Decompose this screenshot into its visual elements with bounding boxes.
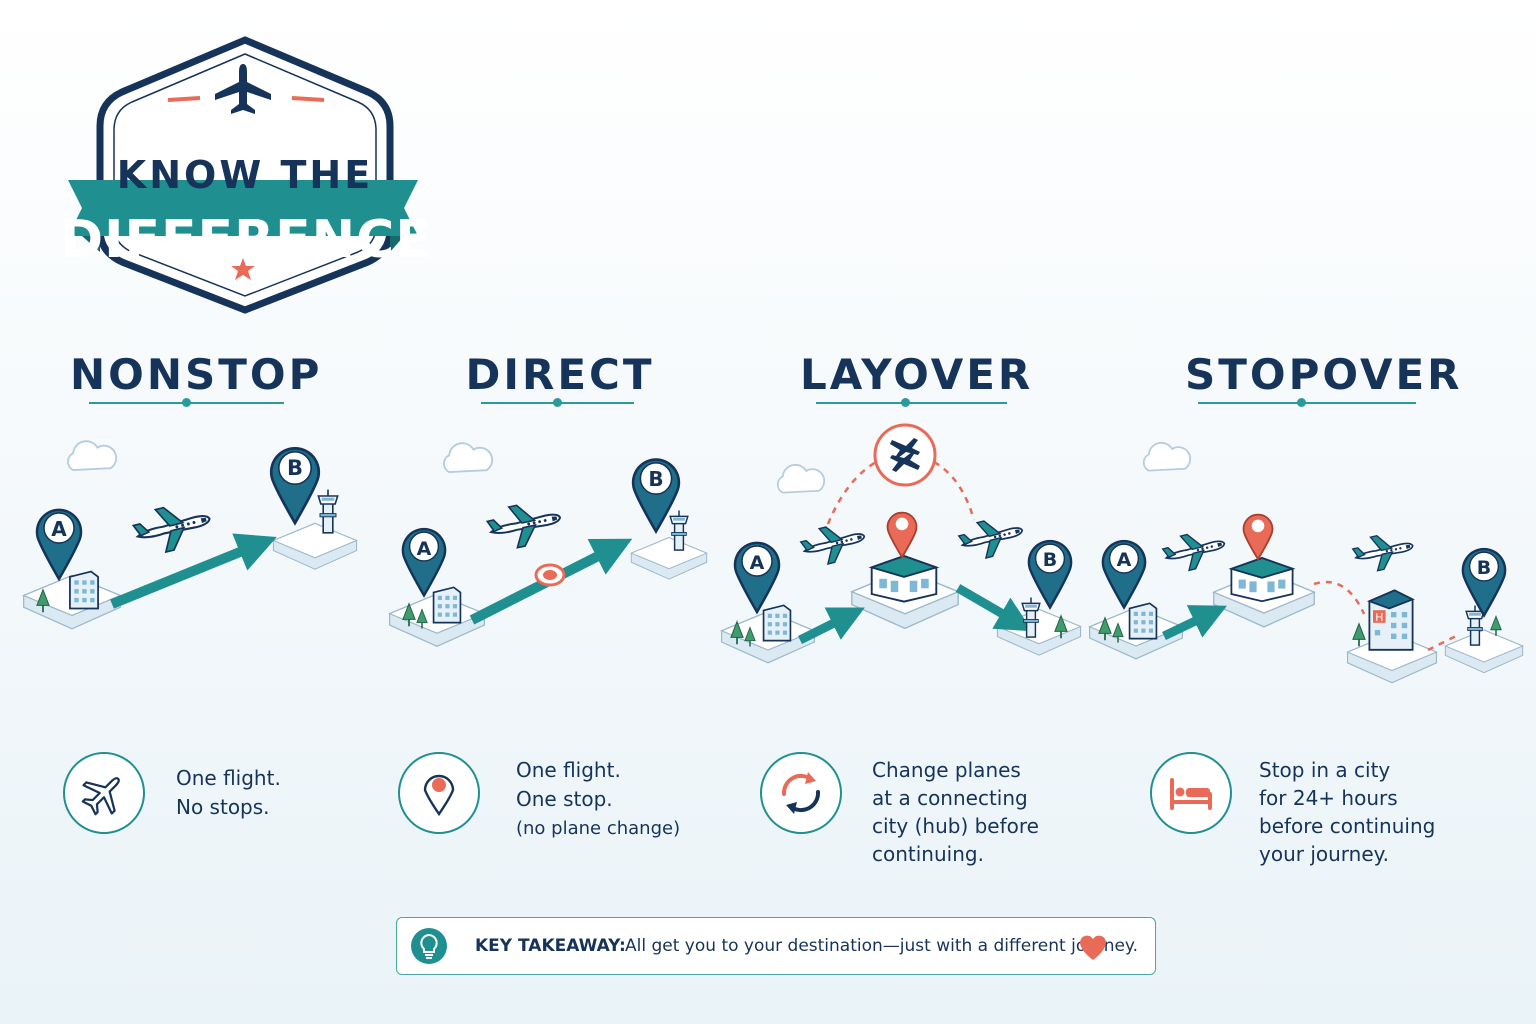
description-line: continuing.	[872, 842, 984, 866]
pin-b-label: B	[1477, 557, 1491, 579]
airplane-icon	[484, 495, 566, 554]
nonstop-scene: A B	[23, 440, 358, 630]
stopover-dashed-path	[1313, 580, 1366, 615]
description-line: your journey.	[1259, 842, 1389, 866]
nonstop-description: One flight. No stops.	[176, 764, 281, 822]
plane-change-plane-2	[890, 452, 920, 472]
airplane-icon	[797, 517, 870, 571]
pin-b-label: B	[287, 456, 303, 480]
destination-platform	[630, 537, 708, 580]
description-line: No stops.	[176, 795, 270, 819]
direct-description: One flight. One stop. (no plane change)	[516, 756, 680, 843]
airplane-icon	[129, 496, 216, 560]
description-line: before continuing	[1259, 814, 1436, 838]
description-line: at a connecting	[872, 786, 1028, 810]
layover-description: Change planes at a connecting city (hub)…	[872, 756, 1039, 868]
lightbulb-icon	[411, 928, 447, 964]
city-building-icon	[432, 586, 462, 624]
title-direct: DIRECT	[465, 350, 655, 399]
stopover-bed-icon	[1150, 752, 1232, 834]
stopover-scene: A B	[1088, 441, 1524, 684]
takeaway-text: All get you to your destination—just wit…	[625, 936, 1138, 956]
route-illustrations: A B A B	[23, 423, 1524, 684]
layover-dashed-path	[933, 460, 976, 521]
title-rule	[816, 402, 1007, 404]
layover-refresh-arrows-icon	[760, 752, 842, 834]
destination-platform	[1444, 629, 1524, 674]
tree-icon	[1352, 622, 1366, 648]
city-building-icon	[762, 604, 792, 642]
hub-terminal-icon	[1230, 557, 1294, 603]
description-line: city (hub) before	[872, 814, 1039, 838]
heart-icon	[1079, 935, 1107, 960]
description-line: One stop.	[516, 787, 613, 811]
layover-dashed-path	[826, 460, 877, 525]
title-dot	[1297, 398, 1306, 407]
airplane-icon	[1350, 527, 1418, 576]
cloud-icon	[442, 442, 494, 474]
cloud-icon	[66, 440, 118, 472]
plane-change-icon	[873, 423, 937, 487]
hub-pin-icon	[886, 511, 918, 559]
pin-b-label: B	[648, 467, 663, 491]
badge-line-1: KNOW THE	[116, 153, 374, 197]
pin-a-label: A	[1117, 549, 1132, 571]
badge-frame	[68, 36, 418, 314]
title-dot	[182, 398, 191, 407]
hub-terminal-icon	[870, 555, 938, 603]
route-arrow	[110, 533, 277, 609]
city-building-icon	[69, 570, 99, 610]
title-badge: KNOW THE DIFFERENCE	[60, 30, 432, 320]
stop-marker-dot	[543, 570, 557, 580]
stopover-dashed-path	[1427, 634, 1457, 652]
pin-b-label: B	[1043, 549, 1057, 571]
description-line: Stop in a city	[1259, 758, 1391, 782]
tree-icon	[1490, 615, 1502, 637]
route-arrow	[1162, 605, 1227, 641]
pin-a-label: A	[417, 538, 432, 560]
hub-pin-icon	[1242, 513, 1274, 561]
title-rule	[1198, 402, 1416, 404]
route-arrow	[797, 607, 865, 645]
description-note: (no plane change)	[516, 818, 681, 839]
destination-platform	[272, 522, 358, 570]
key-takeaway-box: KEY TAKEAWAY: All get you to your destin…	[396, 917, 1156, 975]
nonstop-airplane-icon	[63, 752, 145, 834]
description-line: One flight.	[516, 758, 621, 782]
pin-a-label: A	[51, 517, 67, 541]
city-building-icon	[1128, 602, 1158, 640]
direct-scene: A B	[388, 442, 708, 647]
direct-map-pin-icon	[398, 752, 480, 834]
badge-line-2: DIFFERENCE	[60, 210, 432, 270]
airplane-icon	[1159, 525, 1230, 577]
description-line: One flight.	[176, 766, 281, 790]
title-dot	[553, 398, 562, 407]
title-stopover: STOPOVER	[1185, 350, 1463, 399]
pin-a-label: A	[750, 552, 765, 574]
route-arrow	[955, 584, 1033, 632]
title-layover: LAYOVER	[800, 350, 1034, 399]
cloud-icon	[776, 463, 826, 494]
airplane-icon	[955, 511, 1028, 565]
description-line: for 24+ hours	[1259, 786, 1398, 810]
badge-star-icon	[231, 258, 255, 280]
takeaway-label: KEY TAKEAWAY:	[475, 936, 626, 956]
description-line: Change planes	[872, 758, 1021, 782]
title-nonstop: NONSTOP	[70, 350, 323, 399]
layover-scene: A B	[720, 423, 1082, 664]
badge-airplane-icon	[215, 64, 271, 114]
title-dot	[901, 398, 910, 407]
cloud-icon	[1142, 441, 1192, 472]
stopover-description: Stop in a city for 24+ hours before cont…	[1259, 756, 1435, 868]
hotel-icon	[1368, 589, 1414, 651]
